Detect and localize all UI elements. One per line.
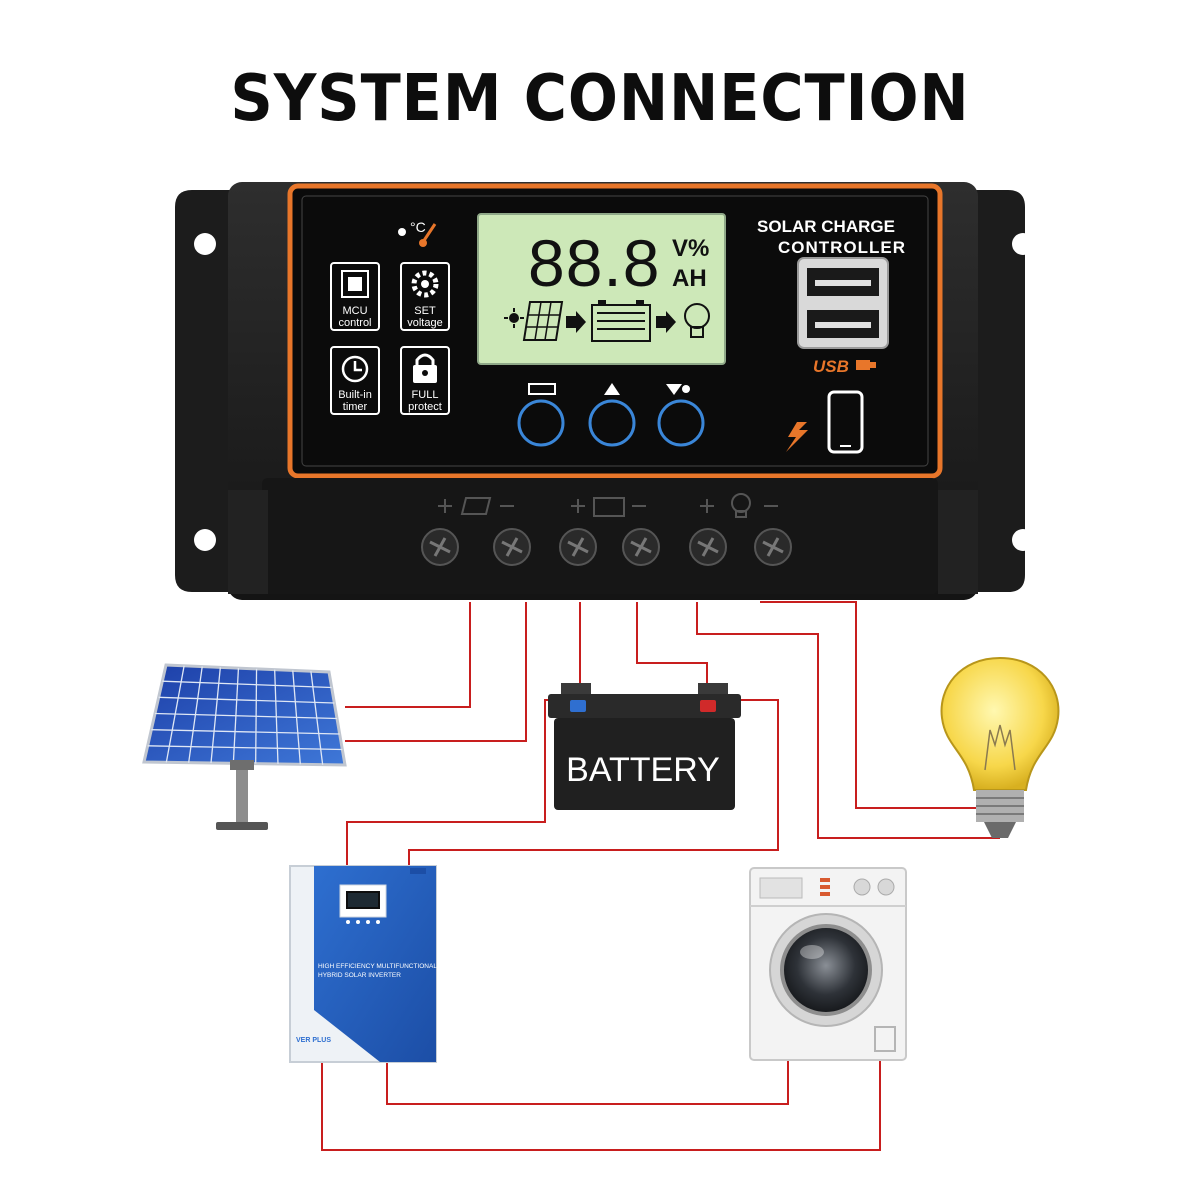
inverter-text-line-1: HIGH EFFICIENCY MULTIFUNCTIONAL (318, 963, 437, 970)
battery-label: BATTERY (566, 751, 720, 789)
solar-panel-icon (438, 497, 514, 515)
hybrid-inverter: HIGH EFFICIENCY MULTIFUNCTIONAL HYBRID S… (289, 865, 437, 1063)
thermometer-icon: °C (398, 219, 437, 247)
screw-terminals (421, 528, 792, 566)
lightbulb-icon (684, 303, 710, 338)
smartphone-icon (827, 390, 864, 454)
usb-ports (797, 257, 889, 349)
lightning-icon (786, 422, 808, 452)
mounting-hole-icon (194, 529, 216, 551)
lcd-digits: 88.8 (528, 226, 660, 300)
feature-label: protect (408, 401, 442, 413)
screw-terminal[interactable] (493, 528, 531, 566)
wire-load-positive (696, 602, 1000, 839)
arrow-right-icon (566, 311, 586, 333)
lamp-icon (700, 493, 778, 518)
arrow-right-icon (656, 311, 676, 333)
menu-button[interactable] (517, 399, 565, 447)
wire-solar-negative (345, 602, 527, 742)
wire-solar-positive (345, 602, 471, 708)
light-bulb (940, 656, 1060, 838)
wire-inverter-positive (346, 699, 556, 868)
feature-label: control (338, 317, 371, 329)
battery-icon (528, 383, 556, 395)
screw-terminal[interactable] (421, 528, 459, 566)
gear-icon (411, 270, 439, 298)
wire-inverter-negative (408, 699, 779, 868)
feature-label: MCU (342, 305, 367, 317)
down-arrow-icon (666, 384, 682, 395)
solar-charge-controller: °C MCU control SET voltage (175, 182, 1034, 600)
feature-built-in-timer: Built-in timer (330, 346, 380, 415)
clock-icon (341, 355, 369, 383)
solar-panel (142, 663, 347, 830)
wiring (321, 601, 1000, 1151)
wire-battery-negative (636, 602, 708, 688)
mounting-hole-icon (1012, 529, 1034, 551)
feature-full-protect: FULL protect (400, 346, 450, 415)
feature-label: voltage (407, 317, 442, 329)
control-buttons (517, 383, 705, 447)
feature-label: FULL (412, 389, 439, 401)
terminal-block (262, 478, 938, 594)
wire-appliance-2 (321, 1060, 881, 1151)
wire-appliance-1 (386, 1060, 789, 1105)
brand-line-1: SOLAR CHARGE (757, 217, 895, 236)
page-title: SYSTEM CONNECTION (230, 62, 970, 136)
battery-positive-terminal (700, 700, 716, 712)
feature-set-voltage: SET voltage (400, 262, 450, 331)
battery-icon (571, 497, 646, 517)
down-button[interactable] (657, 399, 705, 447)
mounting-hole-icon (1012, 233, 1034, 255)
screw-terminal[interactable] (689, 528, 727, 566)
screw-terminal[interactable] (559, 528, 597, 566)
up-button[interactable] (588, 399, 636, 447)
feature-label: timer (343, 401, 368, 413)
feature-mcu-control: MCU control (330, 262, 380, 331)
wire-load-negative (760, 601, 1000, 809)
lcd-unit-top: V% (672, 235, 709, 262)
usb-label: USB (813, 357, 849, 376)
battery-icon (591, 300, 651, 342)
screw-terminal[interactable] (622, 528, 660, 566)
inverter-text-line-2: HYBRID SOLAR INVERTER (318, 972, 401, 979)
screw-terminal[interactable] (754, 528, 792, 566)
washing-machine (749, 867, 907, 1061)
feature-label: SET (414, 305, 436, 317)
up-arrow-icon (604, 383, 620, 395)
brand-line-2: CONTROLLER (778, 238, 906, 257)
lock-icon (413, 353, 437, 383)
solar-panel-icon (522, 301, 564, 341)
svg-text:°C: °C (410, 219, 426, 235)
chip-icon (341, 270, 369, 298)
sun-icon (504, 308, 524, 328)
terminal-labels (438, 493, 778, 518)
feature-label: Built-in (338, 389, 372, 401)
inverter-brand: VER PLUS (296, 1037, 331, 1044)
battery: BATTERY (548, 683, 741, 810)
lcd-unit-bottom: AH (672, 265, 707, 292)
mounting-hole-icon (194, 233, 216, 255)
lcd-display: 88.8 V% AH (477, 213, 726, 365)
battery-negative-terminal (570, 700, 586, 712)
usb-plug-icon (856, 360, 876, 370)
